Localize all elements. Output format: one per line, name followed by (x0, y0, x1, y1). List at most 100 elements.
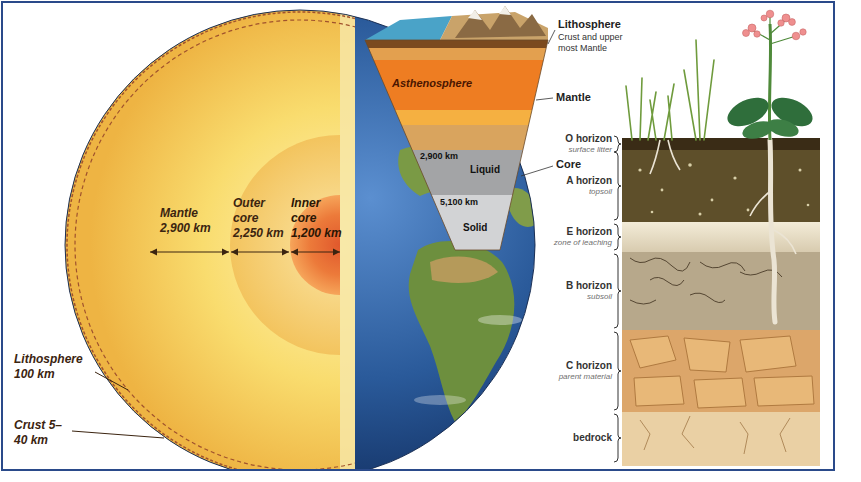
horizon-name: E horizon (552, 226, 612, 238)
mantle-band (360, 125, 560, 150)
lithosphere-band (360, 48, 560, 60)
cloud (478, 315, 522, 325)
dimension-label: Lithosphere 100 km (14, 352, 90, 382)
leaf (765, 116, 800, 140)
e-horizon-band (622, 222, 820, 252)
speck (661, 189, 664, 192)
layer-label: Core (556, 158, 606, 171)
flowers (743, 10, 807, 40)
inner-core (290, 195, 340, 295)
leader-line (72, 431, 164, 438)
brace (614, 224, 621, 250)
flower (766, 10, 774, 18)
soil-profile (614, 10, 820, 466)
horizon-name: C horizon (552, 360, 612, 372)
brace (614, 136, 621, 152)
dimension-line (150, 251, 229, 252)
dimension-label: Inner core 1,200 km (291, 196, 345, 241)
layer-note: Crust and upper most Mantle (558, 32, 642, 54)
horizon-name: A horizon (552, 175, 612, 187)
horizon-note: zone of leaching (542, 238, 612, 247)
c-horizon-band (622, 330, 820, 412)
cut-face (340, 3, 355, 469)
state-label: Solid (463, 222, 499, 234)
braces (614, 136, 621, 462)
flower (778, 20, 784, 26)
cores (230, 135, 340, 355)
leader-line (548, 30, 555, 44)
flower (748, 24, 756, 32)
horizon-name: bedrock (552, 432, 612, 444)
rock-fragments (630, 336, 814, 408)
dimension-label: Mantle 2,900 km (160, 206, 224, 236)
mountains (455, 6, 546, 38)
wedge-outline (365, 40, 548, 250)
a-horizon-band (622, 150, 820, 222)
speck (699, 213, 702, 216)
lithosphere-boundary (75, 20, 355, 469)
layer-label: Asthenosphere (392, 77, 488, 90)
land-africa (409, 241, 515, 422)
horizon-note: subsoil (546, 292, 612, 301)
grass (626, 40, 714, 140)
speck (733, 176, 736, 179)
flower (792, 32, 800, 40)
speck (638, 168, 641, 171)
leader-line (521, 166, 553, 176)
horizon-note: parent material (542, 372, 612, 381)
wedge-ocean (365, 16, 452, 40)
flower (761, 15, 767, 21)
brace (614, 332, 621, 410)
crust-boundary (67, 12, 355, 469)
solid-core-band (360, 195, 560, 255)
bedrock-band (622, 412, 820, 466)
b-horizon-band (622, 252, 820, 330)
flower (754, 31, 760, 37)
layer-label: Mantle (556, 91, 616, 104)
dimension-label: Crust 5–40 km (14, 418, 68, 448)
outer-core (230, 135, 340, 355)
depth-label: 5,100 km (440, 197, 492, 207)
o-horizon-band (622, 138, 820, 150)
flower (743, 30, 750, 37)
flower (789, 19, 796, 26)
dimension-line (291, 251, 340, 252)
asthenosphere-band (360, 60, 560, 110)
horizon-note: topsoil (546, 187, 612, 196)
speck (799, 169, 802, 172)
speck (688, 163, 692, 167)
snow-cap (468, 10, 482, 20)
snow-cap (499, 6, 511, 15)
mantle-section (3, 3, 355, 469)
land-south (510, 379, 535, 437)
side-roots (650, 140, 796, 254)
speck (747, 209, 750, 212)
land-desert (430, 257, 498, 283)
leader-line (536, 98, 553, 100)
dimension-line (231, 251, 289, 252)
leader-line (95, 372, 128, 390)
flower-stalks (752, 16, 796, 44)
fine-roots (630, 258, 782, 304)
bedrock-cracks (640, 416, 790, 454)
horizon-note: surface litter (546, 145, 612, 154)
flower (800, 29, 806, 35)
brace (614, 152, 621, 220)
cutaway (3, 3, 355, 469)
horizon-name: O horizon (552, 133, 612, 145)
crust-band (360, 40, 560, 48)
dimension-label: Outer core 2,250 km (233, 196, 289, 241)
layer-wedge (360, 6, 560, 255)
brace (614, 414, 621, 462)
wedge-bands (360, 40, 560, 255)
speck (807, 204, 810, 207)
cloud (414, 395, 466, 405)
speck (711, 199, 714, 202)
brace (614, 254, 621, 328)
liquid-core-band (360, 150, 560, 195)
state-label: Liquid (470, 164, 510, 176)
depth-label: 2,900 km (420, 151, 470, 161)
